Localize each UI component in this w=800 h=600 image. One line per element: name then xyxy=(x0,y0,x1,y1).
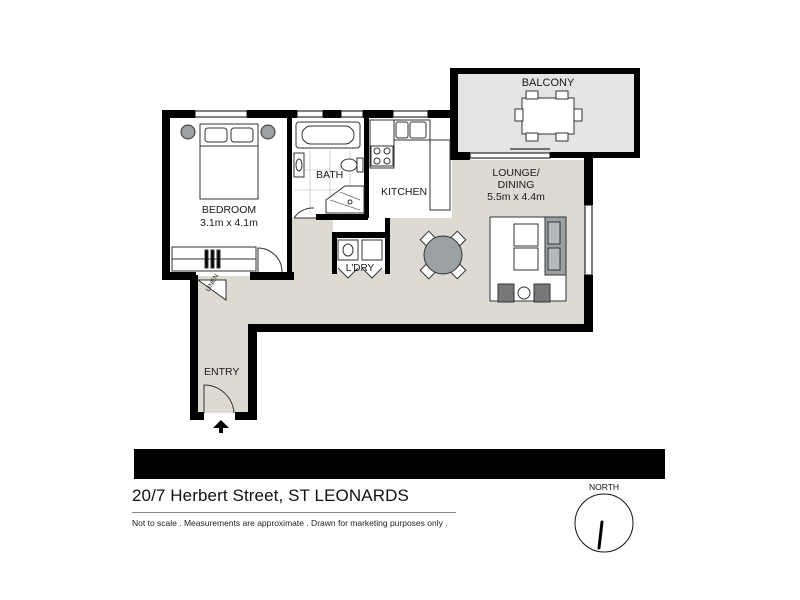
laundry-label: L'DRY xyxy=(346,263,375,274)
bedroom-label: BEDROOM xyxy=(202,204,256,216)
dining-table xyxy=(419,230,467,280)
compass-ring xyxy=(574,493,634,553)
balcony-table xyxy=(514,90,583,142)
lounge-suite xyxy=(489,216,567,303)
entry-door xyxy=(203,384,235,414)
bed xyxy=(180,123,276,200)
north-label: NORTH xyxy=(589,482,619,492)
disclaimer-text: Not to scale . Measurements are approxim… xyxy=(132,518,448,528)
linen-door xyxy=(196,279,227,301)
cooktop xyxy=(370,145,394,167)
kitchen-sink xyxy=(395,121,427,139)
lounge-label-2: DINING xyxy=(498,179,535,191)
north-needle-icon xyxy=(597,520,604,550)
title-banner xyxy=(134,449,665,479)
bath-door xyxy=(293,207,316,219)
entry-arrow-icon xyxy=(213,420,229,433)
bedroom-door xyxy=(257,247,283,273)
toilet xyxy=(340,157,364,173)
address-rule xyxy=(132,512,456,513)
north-compass: NORTH xyxy=(574,482,634,553)
windows xyxy=(194,110,593,276)
lounge-label-1: LOUNGE/ xyxy=(492,167,539,179)
shower xyxy=(325,185,365,214)
bathtub xyxy=(295,121,361,149)
entry-label: ENTRY xyxy=(204,366,239,378)
bedroom-size: 3.1m x 4.1m xyxy=(200,217,258,229)
property-address: 20/7 Herbert Street, ST LEONARDS xyxy=(132,486,409,505)
bath-label: BATH xyxy=(316,169,343,181)
laundry-fixtures xyxy=(337,239,383,279)
sliding-door xyxy=(469,148,551,159)
vanity xyxy=(293,152,305,178)
lounge-size: 5.5m x 4.4m xyxy=(487,191,545,203)
balcony-label: BALCONY xyxy=(522,77,575,89)
living-floor xyxy=(196,160,587,413)
walls xyxy=(162,68,640,420)
wardrobe xyxy=(171,246,257,272)
kitchen-label: KITCHEN xyxy=(381,186,427,198)
